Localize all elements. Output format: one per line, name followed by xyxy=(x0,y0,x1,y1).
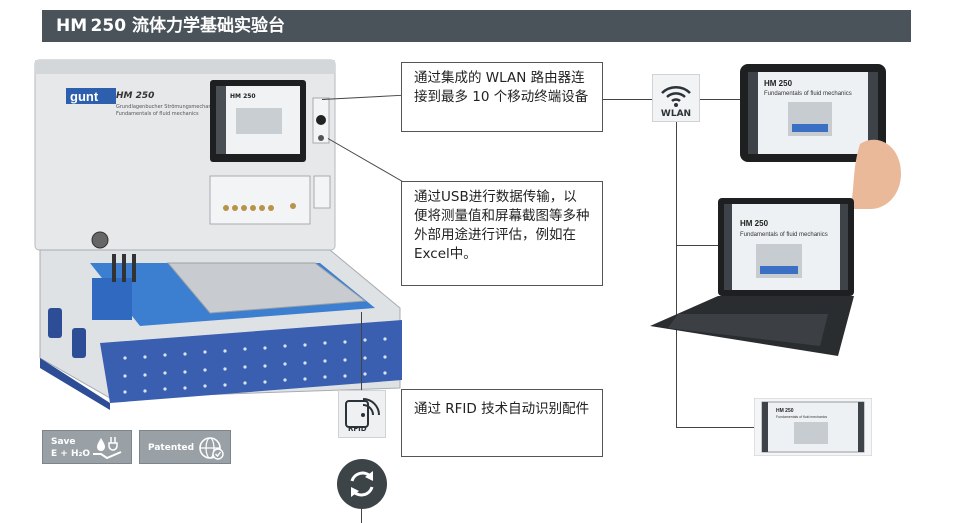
rfid-bottom-line xyxy=(361,509,362,523)
wlan-callout: 通过集成的 WLAN 路由器连接到最多 10 个移动终端设备 xyxy=(401,62,603,132)
save-badge-line1: Save xyxy=(51,437,76,447)
monitor-connector-line xyxy=(676,427,754,428)
wlan-to-icon-line xyxy=(602,99,652,100)
save-energy-water-icon xyxy=(93,437,122,460)
patented-badge: Patented xyxy=(139,430,231,464)
subtitle-en: Fundamentals of fluid mechanics xyxy=(116,111,199,117)
tablet-illustration: HM 250 Fundamentals of fluid mechanics xyxy=(740,64,901,209)
sync-icon xyxy=(337,459,387,509)
save-badge-line2: E + H₂O xyxy=(51,449,91,459)
laptop-illustration: HM 250 Fundamentals of fluid mechanics xyxy=(650,198,854,356)
wlan-vertical-line xyxy=(676,122,677,427)
patented-badge-label: Patented xyxy=(148,443,195,453)
gunt-logo xyxy=(66,88,116,104)
subtitle-de: Grundlagenbucher Strömungsmechanik xyxy=(116,104,216,110)
monitor-screen-model: HM 250 xyxy=(776,408,794,414)
wlan-icon: WLAN xyxy=(652,74,700,122)
gunt-logo-text: gunt xyxy=(70,89,99,104)
laptop-connector-line xyxy=(676,245,718,246)
tablet-screen-subtitle: Fundamentals of fluid mechanics xyxy=(764,91,852,97)
panel-screen-model: HM 250 xyxy=(230,93,256,100)
monitor-screen-subtitle: Fundamentals of fluid mechanics xyxy=(776,415,827,419)
model-label: HM 250 xyxy=(116,91,154,101)
save-badge: Save E + H₂O xyxy=(42,430,132,464)
globe-check-icon xyxy=(199,437,224,460)
tablet-screen-model: HM 250 xyxy=(764,79,793,88)
hm250-device-illustration: gunt HM 250 Grundlagenbucher Strömungsme… xyxy=(34,59,402,410)
laptop-screen-model: HM 250 xyxy=(740,219,769,228)
monitor-illustration: HM 250 Fundamentals of fluid mechanics xyxy=(754,398,872,456)
laptop-screen-subtitle: Fundamentals of fluid mechanics xyxy=(740,232,828,238)
icon-to-tablet-line xyxy=(700,99,740,100)
rfid-callout: 通过 RFID 技术自动识别配件 xyxy=(401,389,603,457)
rfid-connector-line xyxy=(361,312,362,390)
usb-callout: 通过USB进行数据传输，以便将测量值和屏幕截图等多种外部用途进行评估，例如在Ex… xyxy=(401,181,603,286)
rfid-icon: RFID xyxy=(338,390,386,438)
wlan-icon-label: WLAN xyxy=(660,109,692,119)
page-title: HM 250 流体力学基础实验台 xyxy=(42,10,911,42)
rfid-icon-label: RFID xyxy=(348,425,367,433)
